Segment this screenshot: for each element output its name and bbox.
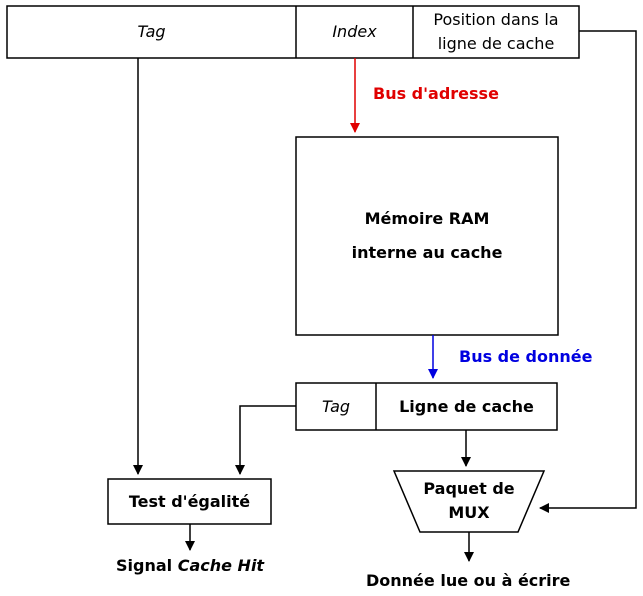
cache-entry-tag-label: Tag <box>321 396 351 416</box>
ram-label-line1: Mémoire RAM <box>364 209 490 228</box>
address-position-line1: Position dans la <box>433 10 559 29</box>
ram-block <box>295 136 559 336</box>
address-position-line2: ligne de cache <box>437 34 555 53</box>
cache-hit-signal: Signal Cache Hit <box>116 556 264 575</box>
cache-entry-tag: Tag <box>296 383 376 430</box>
mux-label-line2: MUX <box>448 503 490 522</box>
equality-test-label: Test d'égalité <box>128 491 251 511</box>
bus-data-label: Bus de donnée <box>459 347 593 366</box>
address-tag-label: Tag <box>137 22 166 41</box>
equality-test: Test d'égalité <box>108 479 271 524</box>
ram-label: Mémoire RAM interne au cache <box>296 137 558 335</box>
mux-shape <box>392 470 546 533</box>
mux-label-line1: Paquet de <box>423 479 515 498</box>
bus-address-label: Bus d'adresse <box>373 84 499 103</box>
cache-entry-line-label: Ligne de cache <box>399 396 534 416</box>
ram-label-line2: interne au cache <box>351 243 503 262</box>
position-to-mux-arrow <box>539 30 637 513</box>
cache-hit-italic: Cache Hit <box>177 556 265 575</box>
address-register <box>6 5 580 59</box>
cache-tag-to-test-arrow <box>235 405 296 475</box>
cache-entry-line: Ligne de cache <box>376 383 557 430</box>
address-position-field: Position dans la ligne de cache <box>413 6 579 58</box>
mux-label: Paquet de MUX <box>404 473 534 529</box>
cache-hit-prefix: Signal <box>116 556 173 575</box>
address-tag-field: Tag <box>7 6 296 58</box>
output-label: Donnée lue ou à écrire <box>366 571 571 590</box>
address-index-field: Index <box>296 6 413 58</box>
address-index-label: Index <box>332 22 377 41</box>
